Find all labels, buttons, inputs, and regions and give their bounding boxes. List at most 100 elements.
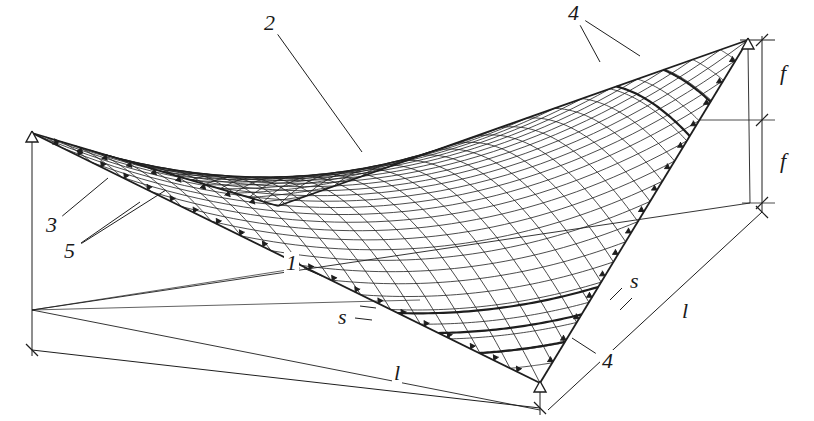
cable-line	[90, 79, 638, 181]
dimension-line	[700, 120, 775, 121]
dimension-line	[548, 212, 762, 410]
carrying-cable	[663, 70, 710, 102]
anchor-clamp	[677, 142, 683, 147]
anchor-clamp	[625, 228, 631, 233]
anchor-clamp	[126, 162, 132, 168]
stabilising-cable	[479, 342, 565, 353]
leader-line	[585, 21, 640, 56]
dimension-label: l	[392, 362, 402, 384]
anchor-clamp	[225, 191, 231, 197]
anchor-clamp	[239, 229, 244, 235]
dimension-label: s	[628, 270, 641, 292]
anchor-clamp	[516, 366, 521, 372]
edge-member	[32, 133, 540, 383]
support-symbol	[534, 381, 546, 392]
leader-line	[304, 268, 322, 276]
carrying-cable	[616, 86, 689, 136]
dimension-tick	[534, 402, 546, 414]
anchor-clamp	[638, 206, 644, 211]
cable-line	[211, 161, 674, 240]
leader-line	[62, 178, 108, 216]
cable-line	[333, 165, 564, 343]
anchor-clamp	[573, 314, 579, 319]
leader-line	[580, 25, 600, 62]
cable-line	[444, 142, 614, 262]
anchor-clamp	[716, 78, 722, 83]
anchor-clamp	[664, 163, 670, 168]
dimension-tick	[756, 34, 768, 46]
ground-line	[32, 268, 300, 310]
anchor-clamp	[124, 173, 129, 179]
dimension-tick	[26, 344, 38, 356]
dimension-line	[762, 36, 763, 212]
spacing-mark	[620, 298, 632, 310]
dimension-line	[742, 203, 775, 204]
edge-member	[278, 40, 748, 206]
cable-line	[104, 89, 609, 179]
cable-line	[264, 174, 511, 368]
dimension-label: f	[778, 150, 788, 172]
edge-member	[540, 40, 748, 383]
anchor-clamp	[175, 177, 181, 183]
cable-line	[391, 282, 602, 310]
cable-line	[104, 154, 181, 206]
anchor-clamp	[447, 332, 452, 338]
anchor-clamp	[493, 354, 498, 360]
dimension-label: f	[778, 62, 788, 84]
anchor-clamp	[193, 207, 198, 213]
anchor-clamp	[101, 161, 106, 167]
cable-line	[527, 118, 650, 202]
leader-line	[572, 338, 596, 353]
dimension-label: l	[680, 300, 690, 322]
anchor-clamp	[200, 184, 206, 190]
cable-line	[241, 181, 662, 250]
cable-line	[152, 121, 700, 223]
anchor-clamp	[703, 99, 709, 104]
anchor-clamp	[355, 286, 360, 292]
dimension-line	[32, 350, 540, 408]
support-symbol	[742, 38, 754, 49]
anchor-clamp	[547, 356, 553, 361]
cable-line	[148, 118, 527, 177]
spacing-mark	[610, 288, 622, 300]
anchor-clamp	[151, 170, 157, 176]
cable-line	[220, 177, 420, 324]
anchor-clamp	[690, 121, 696, 126]
edge-member	[32, 133, 278, 206]
anchor-clamp	[612, 249, 618, 254]
cable-line	[206, 176, 391, 309]
cable-line	[331, 242, 626, 284]
anchor-clamp	[147, 184, 152, 190]
stabilising-cable	[398, 287, 598, 313]
cable-line	[301, 222, 638, 272]
anchor-clamp	[332, 275, 337, 281]
leader-line	[81, 190, 166, 244]
cable-line	[271, 201, 650, 260]
anchor-clamp	[470, 343, 475, 349]
cable-line	[450, 322, 576, 338]
anchor-clamp	[102, 155, 108, 161]
anchor-clamp	[586, 292, 592, 297]
anchor-clamp	[401, 309, 406, 315]
anchor-clamp	[170, 195, 175, 201]
cable-line	[249, 176, 480, 354]
anchor-clamp	[309, 264, 314, 270]
callout-number: 1	[284, 252, 299, 274]
cable-line	[389, 155, 589, 302]
cable-line	[32, 40, 748, 196]
anchor-clamp	[729, 56, 735, 61]
anchor-clamp	[560, 335, 566, 340]
ground-line	[748, 48, 750, 203]
spacing-mark	[360, 306, 376, 308]
anchor-clamp	[216, 218, 221, 224]
cable-line	[92, 80, 724, 207]
ground-line	[32, 203, 750, 310]
anchor-clamp	[424, 320, 429, 326]
anchor-clamp	[52, 140, 58, 146]
callout-number: 5	[62, 240, 77, 262]
callout-number: 3	[44, 214, 59, 236]
leader-line	[81, 202, 140, 243]
dimension-label: s	[336, 306, 349, 328]
dimension-tick	[756, 197, 768, 209]
